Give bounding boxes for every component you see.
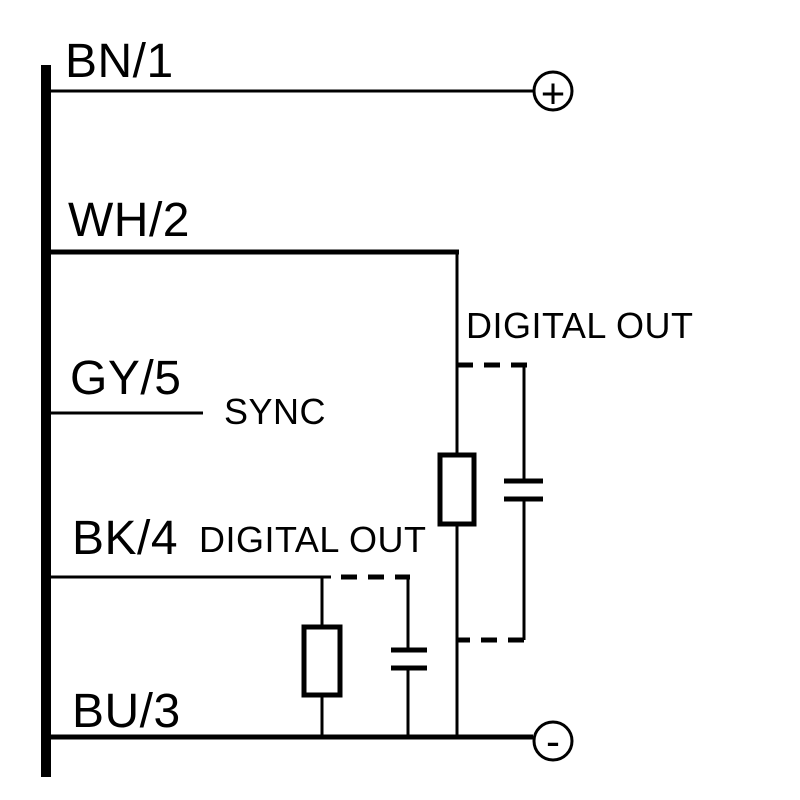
pin-label-wh2: WH/2: [68, 194, 190, 247]
pin-label-bu3: BU/3: [72, 685, 181, 738]
positive-terminal-circle: [532, 70, 574, 112]
label-digital-out-bottom: DIGITAL OUT: [199, 519, 427, 560]
label-sync: SYNC: [224, 391, 326, 432]
plus-icon: +: [541, 70, 566, 117]
pin-label-gy5: GY/5: [70, 352, 181, 405]
negative-terminal-circle: [532, 720, 574, 762]
connector-bus-bar: [41, 65, 51, 777]
right-resistor: [437, 452, 477, 527]
minus-icon: -: [546, 718, 560, 765]
label-digital-out-top: DIGITAL OUT: [466, 305, 694, 346]
pin-label-bk4: BK/4: [72, 512, 178, 565]
left-resistor: [301, 624, 343, 698]
pin-label-bn1: BN/1: [65, 35, 174, 88]
